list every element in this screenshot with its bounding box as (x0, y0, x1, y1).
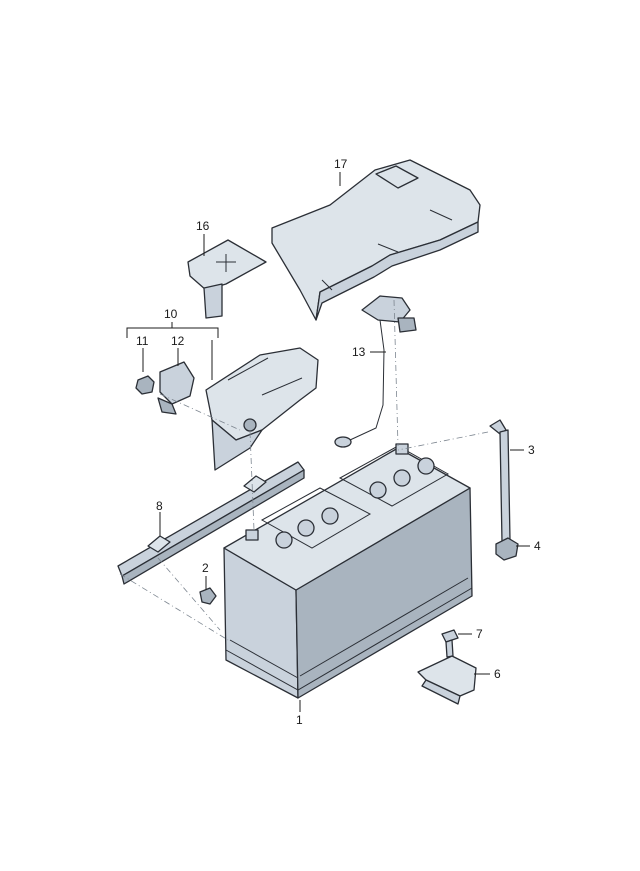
battery-part-1 (223, 443, 473, 699)
screw-part-7 (441, 629, 459, 658)
clamp-part-6 (417, 655, 477, 705)
callout-11: 11 (136, 334, 149, 348)
callout-4: 4 (534, 539, 541, 553)
callout-labels: 17 16 10 11 12 13 8 3 4 2 7 6 1 (136, 157, 541, 727)
alignment-lines (119, 299, 489, 641)
nut-part-4 (495, 537, 519, 561)
callout-2: 2 (202, 561, 209, 575)
ground-cable-part-13 (334, 295, 417, 448)
callout-16: 16 (196, 219, 210, 233)
callout-12: 12 (171, 334, 185, 348)
leader-lines (126, 172, 530, 712)
plus-terminal-cap-part-16 (187, 239, 267, 319)
callout-3: 3 (528, 443, 535, 457)
callout-7: 7 (476, 627, 483, 641)
bolt-part-2 (199, 587, 217, 605)
callout-10: 10 (164, 307, 178, 321)
battery-bracket-part-10 (205, 347, 319, 471)
battery-rail-part-8 (117, 461, 305, 585)
callout-1: 1 (296, 713, 303, 727)
callout-6: 6 (494, 667, 501, 681)
sensor-part-12 (157, 361, 195, 415)
callout-13: 13 (352, 345, 366, 359)
callout-8: 8 (156, 499, 163, 513)
long-bolt-part-3 (489, 419, 511, 543)
nut-part-11 (135, 375, 155, 395)
callout-17: 17 (334, 157, 348, 171)
battery-cover-part-17 (271, 159, 481, 321)
